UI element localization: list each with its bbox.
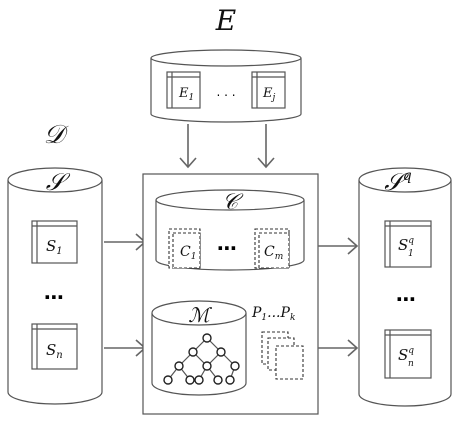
patterns-label: P1...Pk: [251, 305, 295, 323]
m-cylinder: [151, 300, 247, 396]
arrow-m-to-sq: [318, 339, 359, 357]
e-doc-last: Ej: [251, 71, 286, 109]
c-doc-first-sub: 1: [191, 252, 197, 262]
svg-text:Cm: Cm: [264, 244, 283, 262]
s-doc-last-sub: n: [56, 350, 62, 361]
patterns-first-base: P: [251, 305, 262, 321]
c-doc-first-base: C: [180, 244, 191, 260]
sq-doc-first-base: S: [398, 236, 408, 254]
svg-text:Sn: Sn: [46, 341, 63, 361]
label-sq-sup: q: [403, 168, 412, 184]
c-doc-first: C1: [168, 228, 201, 269]
arrow-s-to-c: [104, 233, 147, 251]
svg-text:Sq1: Sq 1: [398, 236, 414, 259]
patterns-stack: [261, 331, 304, 380]
sq-doc-first: Sq 1: [384, 220, 432, 268]
svg-text:S1: S1: [46, 237, 63, 257]
c-doc-last-sub: m: [275, 252, 284, 262]
c-ellipsis: ⋯: [217, 236, 237, 260]
svg-text:E1: E1: [178, 86, 194, 103]
e-doc-last-sub: j: [271, 93, 276, 103]
e-doc-last-base: E: [262, 86, 273, 101]
s-doc-first-sub: 1: [56, 246, 62, 257]
sq-doc-last-sub: n: [408, 359, 414, 369]
c-doc-last-base: C: [264, 244, 275, 260]
s-doc-last: Sn: [31, 323, 78, 370]
sq-doc-last-base: S: [398, 346, 408, 364]
e-doc-first-base: E: [178, 86, 189, 101]
s-doc-last-base: S: [46, 341, 56, 359]
sq-doc-first-sub: 1: [408, 249, 414, 259]
e-ellipsis: . . .: [216, 85, 235, 99]
patterns-last-base: P: [280, 305, 291, 321]
e-doc-first: E1: [166, 71, 201, 109]
c-doc-last: Cm: [254, 228, 290, 269]
arrow-s-to-m: [104, 339, 147, 357]
sq-ellipsis: ⋯: [396, 287, 416, 311]
patterns-sep: ...: [267, 305, 280, 321]
arrow-e-to-center-right: [257, 124, 275, 169]
arrow-c-to-sq: [318, 237, 359, 255]
e-doc-first-sub: 1: [189, 93, 195, 103]
svg-text:Ej: Ej: [262, 86, 276, 103]
label-m: ℳ: [188, 303, 212, 327]
label-d: 𝒟: [44, 120, 69, 150]
label-e: E: [215, 4, 236, 37]
svg-text:Sqn: Sqn: [398, 346, 414, 369]
s-ellipsis: ⋯: [44, 285, 64, 309]
arrow-e-to-center-left: [179, 124, 197, 169]
tree-icon: [163, 333, 240, 385]
patterns-first-sub: 1: [261, 313, 267, 323]
patterns-last-sub: k: [290, 313, 295, 323]
sq-doc-first-sup: q: [408, 236, 414, 246]
s-doc-first-base: S: [46, 237, 56, 255]
sq-doc-last-sup: q: [408, 346, 414, 356]
s-doc-first: S1: [31, 220, 78, 264]
svg-text:C1: C1: [180, 244, 196, 262]
